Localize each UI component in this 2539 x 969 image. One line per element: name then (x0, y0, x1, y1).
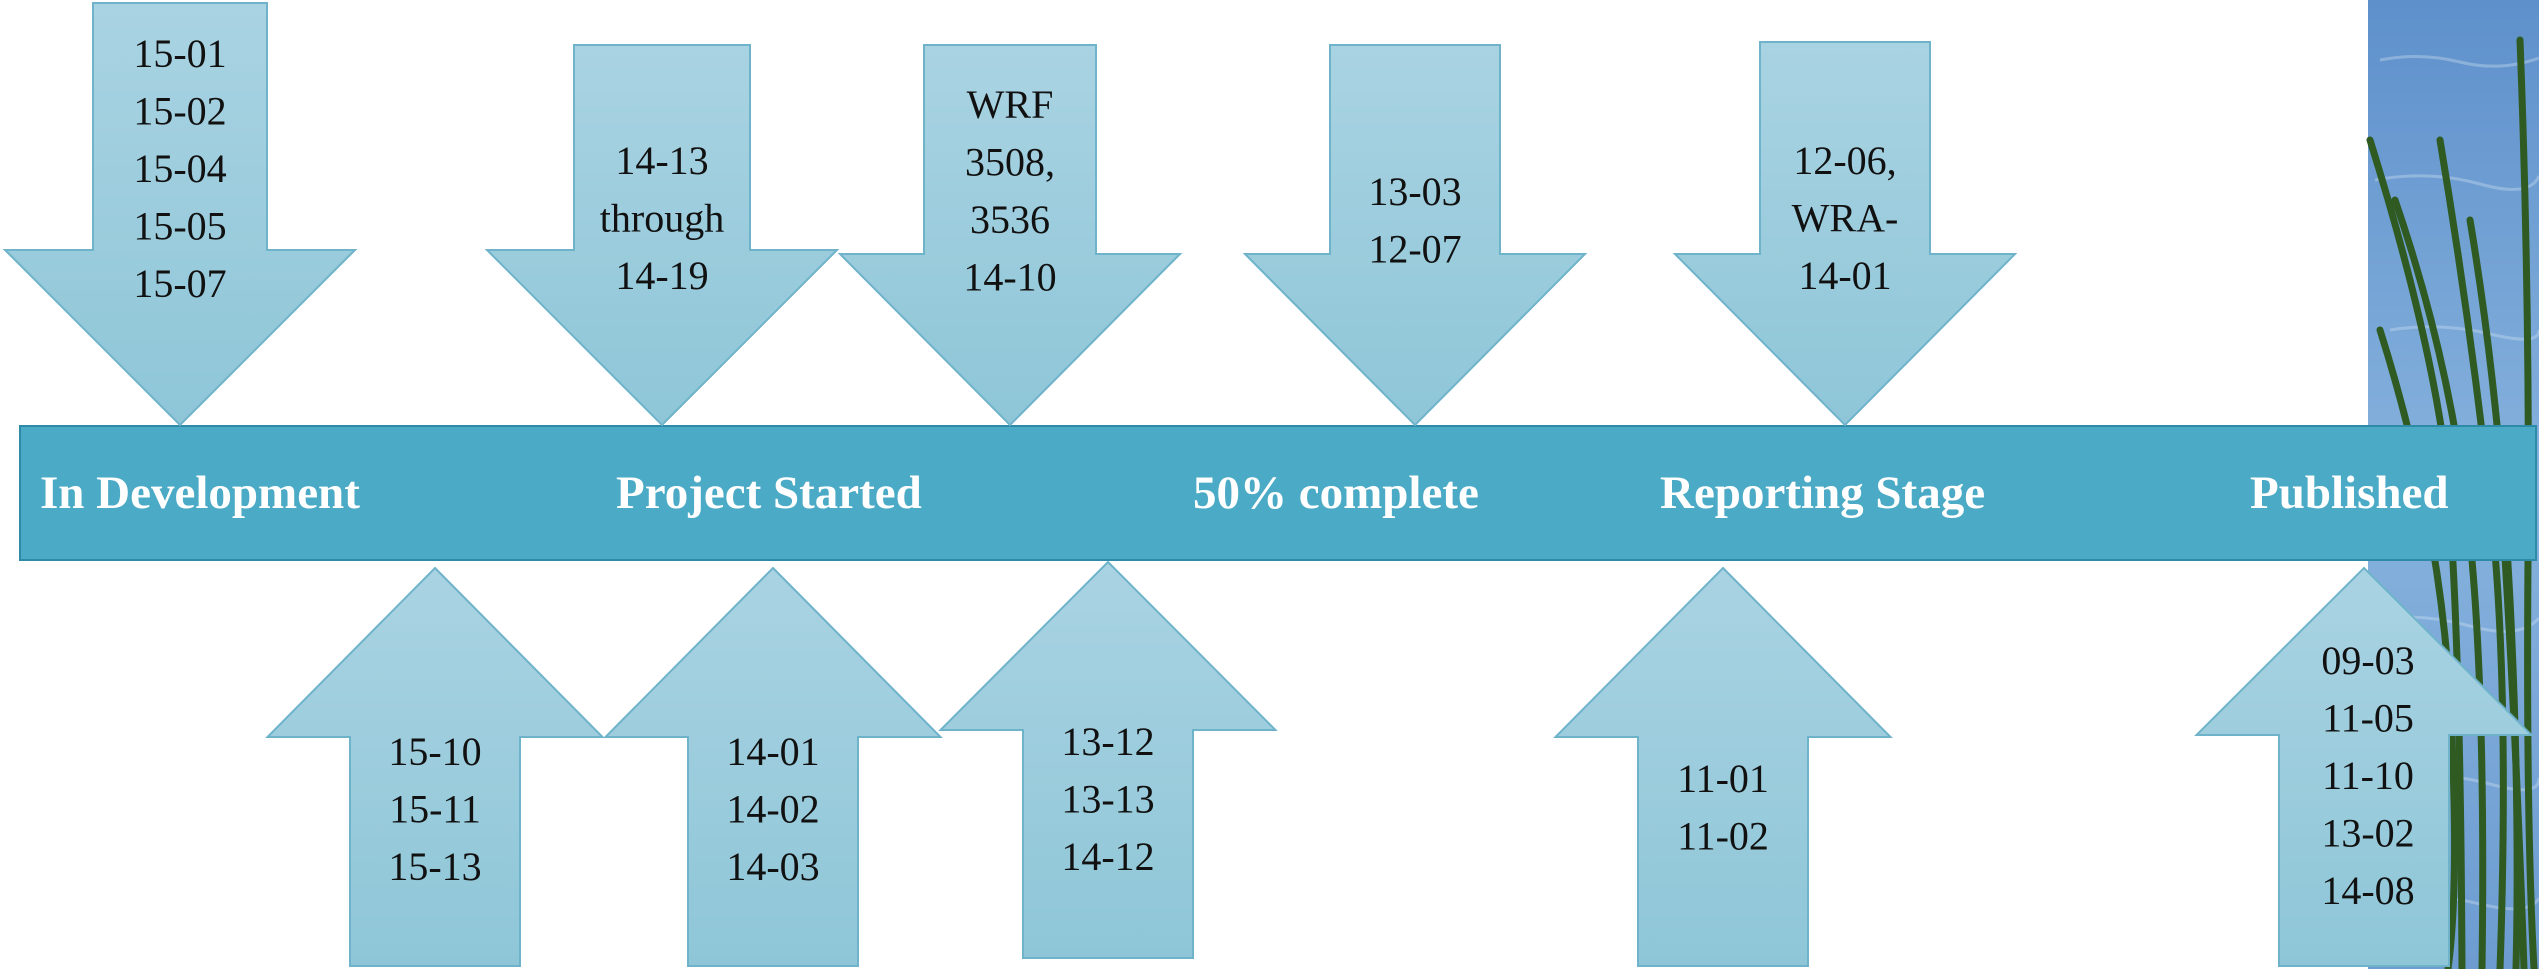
arrow-label-line: WRF (967, 82, 1054, 127)
arrow-label-line: 14-01 (726, 729, 819, 774)
arrow-label-line: 3508, (965, 140, 1055, 185)
up-arrow-shape (603, 566, 943, 967)
arrow-label-line: 11-05 (2322, 696, 2414, 741)
stage-label-published: Published (2250, 467, 2449, 519)
down-arrow-shape (484, 44, 840, 427)
up-arrow-2: 14-01 14-02 14-03 (603, 566, 943, 967)
arrow-label-line: 14-19 (615, 253, 708, 298)
arrow-label-line: 15-02 (133, 89, 226, 134)
arrow-label-line: 13-03 (1368, 169, 1461, 214)
arrow-label-line: 15-07 (133, 261, 226, 306)
arrow-label-line: 15-05 (133, 204, 226, 249)
down-arrow-1: 15-01 15-02 15-04 15-05 15-07 (2, 2, 358, 427)
arrow-label-line: 14-08 (2321, 868, 2414, 913)
arrow-label-line: 11-02 (1677, 814, 1769, 859)
down-arrow-2: 14-13 through 14-19 (484, 44, 840, 427)
up-arrow-1: 15-10 15-11 15-13 (265, 566, 605, 967)
arrow-label-line: 14-10 (963, 255, 1056, 300)
up-arrow-shape (1553, 566, 1893, 967)
arrow-label-line: 15-11 (389, 787, 481, 832)
up-arrow-shape (2194, 566, 2534, 967)
arrow-label-line: 13-12 (1061, 719, 1154, 764)
down-arrow-shape (1242, 44, 1588, 427)
stage-label-project-started: Project Started (616, 467, 922, 519)
arrow-label-line: 09-03 (2321, 638, 2414, 683)
arrow-label-line: 14-01 (1798, 253, 1891, 298)
up-arrow-5: 09-03 11-05 11-10 13-02 14-08 (2194, 566, 2534, 967)
stage-label-in-development: In Development (40, 467, 360, 519)
stage-label-reporting-stage: Reporting Stage (1660, 467, 1985, 519)
down-arrow-shape (837, 44, 1183, 427)
down-arrow-shape (2, 2, 358, 427)
up-arrow-shape (938, 560, 1278, 959)
timeline-band (19, 425, 2537, 561)
arrow-label-line: 15-01 (133, 31, 226, 76)
arrow-label-line: through (600, 196, 724, 241)
arrow-label-line: WRA- (1792, 196, 1899, 241)
arrow-label-line: 3536 (970, 197, 1050, 242)
arrow-label-line: 15-13 (388, 844, 481, 889)
down-arrow-shape (1672, 41, 2018, 427)
down-arrow-5: 12-06, WRA- 14-01 (1672, 41, 2018, 427)
arrow-label-line: 14-12 (1061, 834, 1154, 879)
down-arrow-3: WRF 3508, 3536 14-10 (837, 44, 1183, 427)
up-arrow-shape (265, 566, 605, 967)
arrow-label-line: 12-07 (1368, 227, 1461, 272)
arrow-label-line: 13-02 (2321, 811, 2414, 856)
up-arrow-3: 13-12 13-13 14-12 (938, 560, 1278, 959)
up-arrow-4: 11-01 11-02 (1553, 566, 1893, 967)
arrow-label-line: 11-01 (1677, 756, 1769, 801)
arrow-label-line: 12-06, (1793, 138, 1896, 183)
arrow-label-line: 14-13 (615, 138, 708, 183)
arrow-label-line: 15-10 (388, 729, 481, 774)
down-arrow-4: 13-03 12-07 (1242, 44, 1588, 427)
stage-label-50-complete: 50% complete (1193, 467, 1479, 519)
arrow-label-line: 15-04 (133, 146, 226, 191)
arrow-label-line: 13-13 (1061, 777, 1154, 822)
arrow-label-line: 14-02 (726, 787, 819, 832)
arrow-label-line: 11-10 (2322, 753, 2414, 798)
arrow-label-line: 14-03 (726, 844, 819, 889)
